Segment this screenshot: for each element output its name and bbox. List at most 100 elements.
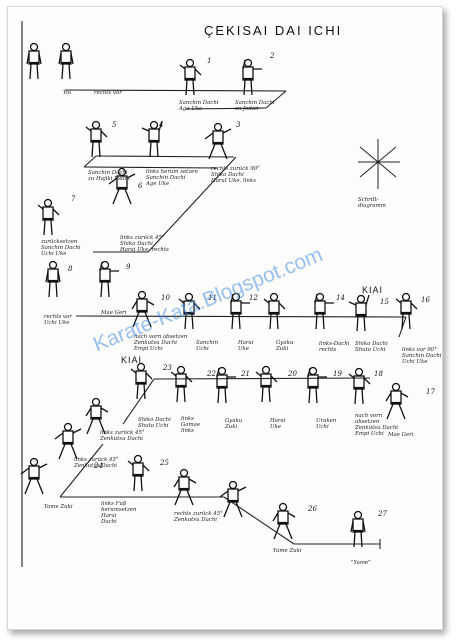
step-number: 16: [421, 296, 430, 304]
figure-arms: [45, 270, 61, 283]
karateka-figure: [45, 260, 61, 298]
figure-head: [243, 58, 253, 68]
figure-arms: [219, 486, 247, 498]
step-diagram-label: Schritt- diagramm: [358, 197, 386, 209]
karateka-figure: [219, 480, 247, 518]
figure-legs: [86, 418, 106, 435]
karateka-figure: [350, 510, 366, 548]
step-number: 17: [426, 388, 435, 396]
step-number: 7: [71, 195, 76, 203]
figure-arms: [216, 367, 236, 378]
step-label: Sanchin Uchi: [196, 340, 219, 352]
figure-legs: [61, 63, 71, 80]
figure-legs: [48, 281, 58, 298]
karateka-figure: [178, 292, 201, 330]
figure-arms: [395, 298, 418, 310]
step-number: 5: [112, 121, 117, 129]
step-label: Yame Zuki: [44, 504, 73, 510]
step-number: 18: [374, 370, 383, 378]
step-number: 19: [333, 370, 342, 378]
figure-legs: [231, 313, 241, 330]
kiai-marker: KIAI: [121, 355, 143, 365]
figure-legs: [354, 388, 364, 405]
karateka-figure: [141, 120, 163, 158]
step-label: "Yame": [351, 560, 371, 566]
figure-legs: [208, 143, 228, 160]
figure-legs: [261, 386, 271, 403]
figure-arms: [85, 407, 109, 417]
karateka-figure: [179, 58, 202, 96]
figure-head: [353, 510, 363, 520]
step-label: Uraken Uchi: [316, 418, 337, 430]
step-label: Mae Geri: [101, 310, 127, 316]
figure-head: [48, 260, 58, 270]
step-label: Gyaku Zuki: [225, 418, 243, 430]
step-number: 10: [161, 294, 170, 302]
karateka-figure: [85, 120, 108, 158]
karateka-figure: [242, 58, 262, 96]
step-diagram-symbol: [358, 139, 400, 189]
figure-arms: [99, 261, 119, 272]
step-number: 11: [208, 294, 217, 302]
figure-legs: [100, 281, 110, 298]
kiai-marker: KIAI: [362, 285, 384, 295]
figure-legs: [174, 489, 194, 506]
step-number: 14: [336, 294, 345, 302]
kata-sheet: ÇEKISAI DAI ICHI: [7, 6, 443, 630]
karateka-figure: [85, 397, 109, 435]
figure-head: [29, 42, 39, 52]
step-label: rechts zurück 90° Shiko Dachi HaraI Uke,…: [211, 166, 260, 184]
figure-head: [269, 292, 279, 302]
karateka-figure: [130, 362, 153, 400]
figure-arms: [58, 52, 74, 65]
figure-legs: [29, 63, 39, 80]
figure-legs: [308, 387, 318, 404]
step-label: links vor 90° Sanchin Dachi Uchi Uke: [402, 347, 442, 365]
step-number: 15: [380, 298, 389, 306]
figure-head: [315, 292, 325, 302]
figure-arms: [178, 298, 201, 310]
step-number: 27: [378, 510, 387, 518]
figure-legs: [273, 523, 293, 540]
figure-arms: [350, 520, 366, 533]
step-label: zurücksetzen Sanchin Dachi Uchi Uke: [41, 239, 81, 257]
figure-head: [185, 58, 195, 68]
karateka-figure: [216, 366, 236, 404]
step-number: 25: [160, 459, 169, 467]
figure-legs: [133, 475, 143, 492]
embusen-lines: [20, 21, 418, 567]
step-number: 2: [270, 52, 275, 60]
figure-legs: [356, 315, 366, 332]
step-number: 24: [94, 462, 103, 470]
step-number: 22: [207, 370, 216, 378]
karateka-figure: [230, 292, 250, 330]
step-label: nach vorn absetzen Zenkutsu Dachi Empi U…: [134, 334, 188, 352]
figure-head: [137, 290, 147, 300]
figure-head: [133, 454, 143, 464]
karateka-figure: [131, 290, 155, 328]
figure-head: [213, 122, 223, 132]
figure-head: [61, 42, 71, 52]
figure-legs: [58, 443, 78, 460]
figure-head: [217, 366, 227, 376]
figure-head: [91, 120, 101, 130]
figure-arms: [173, 478, 197, 488]
figure-arms: [230, 293, 250, 304]
figure-arms: [204, 128, 232, 140]
figure-legs: [132, 311, 152, 328]
figure-head: [176, 365, 186, 375]
figure-arms: [263, 298, 286, 310]
karateka-figure: [26, 42, 42, 80]
figure-head: [228, 480, 238, 490]
karateka-figure: [108, 167, 136, 205]
step-label: Shiko Dachi Shuto Uchi: [138, 417, 171, 429]
figure-head: [308, 366, 318, 376]
figure-legs: [401, 313, 411, 330]
step-label: Sanchin Dachi zu Hajiki Jodan: [88, 170, 130, 182]
step-label: Harai Uke: [270, 418, 286, 430]
figure-head: [261, 365, 271, 375]
step-number: 1: [207, 57, 212, 65]
karateka-figure: [255, 365, 278, 403]
karateka-figure: [20, 457, 48, 495]
karateka-figure: [204, 122, 232, 160]
